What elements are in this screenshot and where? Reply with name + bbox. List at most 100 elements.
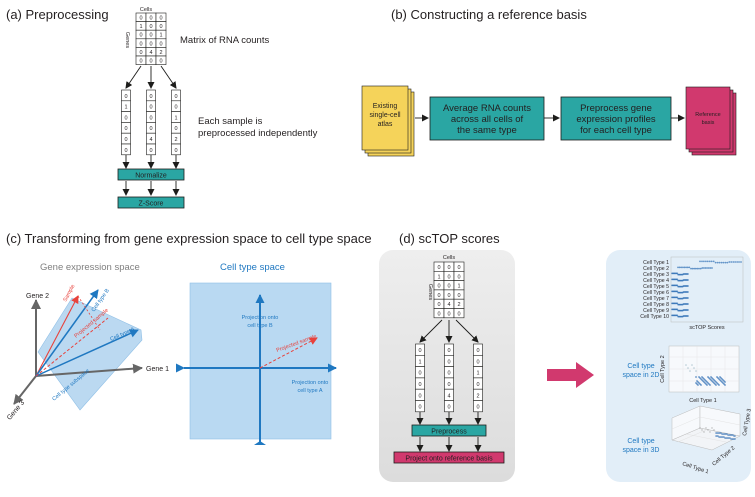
preprocess-line-1: Preprocess gene	[580, 103, 652, 114]
cell-type-subspace-plane	[37, 297, 143, 411]
column-value: 0	[124, 94, 127, 100]
column-value: 0	[149, 115, 152, 121]
score-point	[676, 296, 679, 299]
score-plot-frame	[670, 256, 744, 323]
score-point	[685, 266, 687, 269]
score-point	[698, 267, 700, 270]
score-point	[694, 267, 697, 270]
score-point	[699, 267, 702, 270]
score-point	[738, 261, 740, 263]
scatter-2d-point	[710, 376, 712, 378]
score-row-label: Cell Type 2	[643, 266, 669, 272]
column-value: 0	[476, 348, 479, 354]
zscore-box	[117, 196, 185, 209]
normalize-label: Normalize	[135, 173, 167, 180]
column-value: 0	[149, 126, 152, 132]
score-point	[687, 273, 689, 275]
score-row-label: Cell Type 7	[643, 296, 669, 302]
column-value: 0	[149, 148, 152, 154]
matrix-value: 0	[159, 24, 162, 30]
scatter-2d-point	[701, 376, 703, 378]
scatter-2d-point	[691, 364, 693, 366]
projection-b-line-2: cell type B	[247, 323, 273, 329]
projected-sample-2d	[259, 337, 318, 369]
matrix-value: 0	[447, 293, 450, 299]
matrix-value: 1	[437, 274, 440, 280]
preprocess-box	[411, 424, 487, 437]
score-plot-points	[671, 260, 742, 318]
score-point	[676, 302, 679, 305]
reference-basis-box	[685, 86, 731, 150]
space-2d-line-2: space in 2D	[623, 372, 660, 379]
score-point	[705, 260, 707, 263]
matrix-value: 0	[159, 15, 162, 21]
score-point	[734, 261, 736, 263]
score-point	[728, 261, 731, 263]
scatter-2d-point	[689, 370, 691, 372]
scatter-3d-point	[699, 427, 701, 429]
matrix-value: 2	[457, 302, 460, 308]
projected-sample-vector	[35, 317, 109, 377]
scatter-2d-grid	[669, 346, 739, 392]
column-value: 1	[124, 105, 127, 111]
score-point	[706, 267, 708, 269]
score-point	[676, 272, 679, 275]
column-value: 0	[447, 371, 450, 377]
cells-label-d: Cells	[443, 255, 455, 261]
score-point	[681, 291, 684, 294]
scatter-3d-point	[732, 434, 734, 436]
score-point	[711, 267, 713, 269]
score-point	[726, 261, 729, 264]
matrix-cell	[155, 55, 167, 65]
column-value: 2	[476, 393, 479, 399]
score-point	[683, 266, 686, 269]
column-value: 0	[418, 393, 421, 399]
preprocess-label: Preprocess	[431, 429, 467, 436]
column-value: 0	[418, 348, 421, 354]
score-point	[687, 285, 689, 287]
panel-b: (b) Constructing a reference basis Exist…	[361, 7, 737, 157]
matrix-cell	[453, 308, 465, 319]
matrix-value: 4	[447, 302, 450, 308]
gene-2-label: Gene 2	[26, 293, 49, 300]
column-value: 0	[476, 382, 479, 388]
preprocess-line-3: for each cell type	[580, 125, 652, 136]
score-point	[681, 315, 684, 318]
column-value: 4	[447, 393, 450, 399]
scatter-2d-point	[693, 367, 695, 369]
score-point	[699, 260, 701, 263]
matrix-value: 0	[139, 15, 142, 21]
column-value: 0	[124, 137, 127, 143]
score-point	[682, 266, 684, 269]
score-point	[724, 261, 727, 264]
matrix-value: 0	[159, 41, 162, 47]
matrix-value: 0	[149, 41, 152, 47]
score-point	[716, 261, 719, 264]
matrix-value: 0	[437, 302, 440, 308]
column-cell	[171, 143, 181, 156]
scatter-3d-point	[707, 429, 709, 431]
score-row-label: Cell Type 1	[643, 260, 669, 266]
score-point	[676, 284, 679, 287]
score-point	[677, 266, 679, 269]
scatter-2d-point	[685, 364, 687, 366]
matrix-value: 1	[159, 33, 162, 39]
matrix-value: 0	[437, 311, 440, 317]
score-point	[681, 309, 684, 312]
score-point	[681, 279, 684, 282]
column-value: 0	[124, 126, 127, 132]
column-value: 1	[418, 359, 421, 365]
atlas-line-2: single-cell	[369, 112, 401, 119]
matrix-value: 0	[139, 33, 142, 39]
sample-caption-2: preprocessed independently	[198, 128, 318, 139]
column-cell	[146, 143, 156, 156]
scatter-3d-point	[713, 429, 715, 431]
column-value: 0	[447, 348, 450, 354]
score-row-label: Cell Type 6	[643, 290, 669, 296]
matrix-value: 0	[447, 311, 450, 317]
gene-1-axis	[35, 363, 143, 377]
score-row-label: Cell Type 5	[643, 284, 669, 290]
column-value: 0	[418, 371, 421, 377]
column-value: 0	[124, 115, 127, 121]
